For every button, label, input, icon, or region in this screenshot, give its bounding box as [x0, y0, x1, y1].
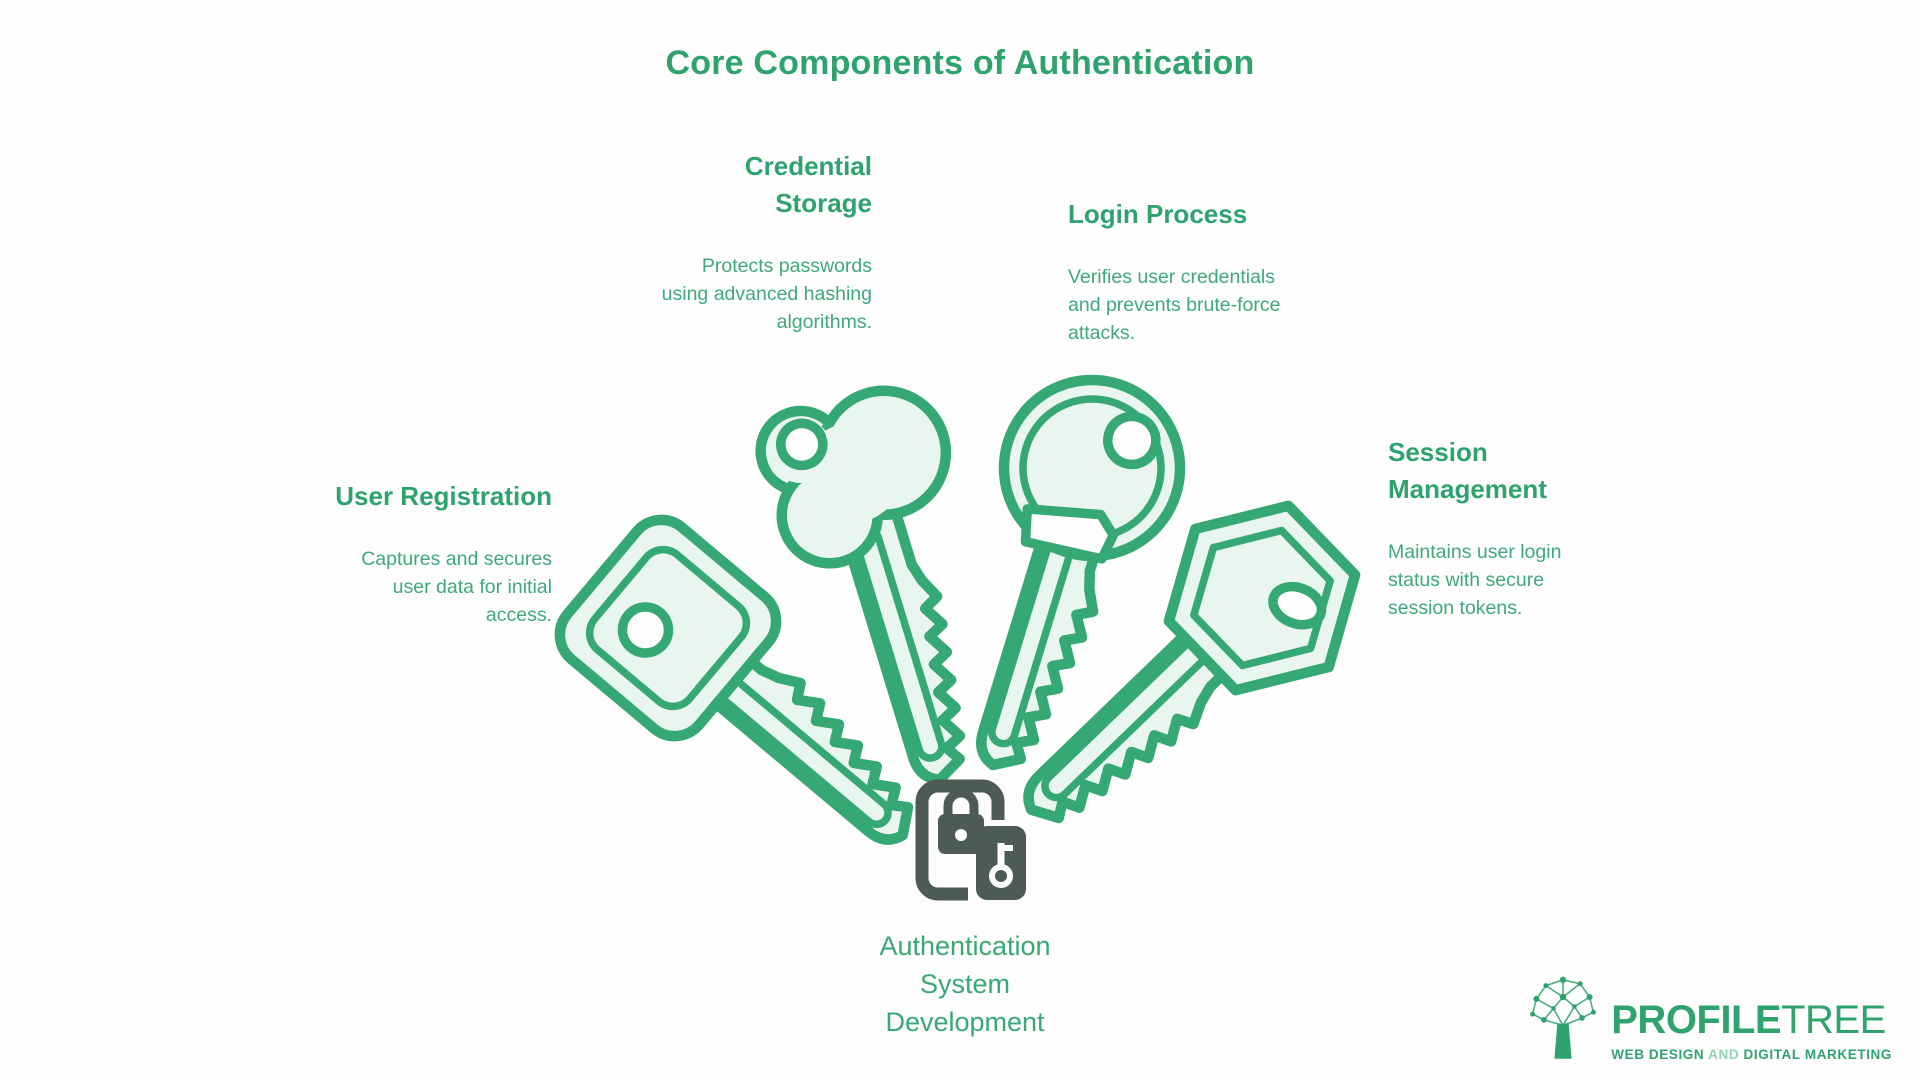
- section-login-process: Login Process Verifies user credentials …: [1068, 196, 1288, 348]
- key-square-head-icon: [554, 514, 963, 895]
- credential-storage-body: Protects passwords using advanced hashin…: [661, 254, 872, 334]
- key-hex-head-icon: [970, 500, 1361, 884]
- logo-tagline-webdesign: WEB DESIGN: [1611, 1047, 1705, 1062]
- login-process-body: Verifies user credentials and prevents b…: [1068, 265, 1281, 345]
- logo-text: PROFILETREE WEB DESIGN AND DIGITAL MARKE…: [1611, 1000, 1892, 1062]
- logo-brand: PROFILETREE: [1611, 1000, 1892, 1040]
- key-round-head-icon: [916, 374, 1186, 793]
- session-management-body: Maintains user login status with secure …: [1388, 540, 1562, 620]
- session-management-heading: Session Management: [1388, 437, 1547, 504]
- logo-tagline-marketing: DIGITAL MARKETING: [1743, 1047, 1892, 1062]
- login-process-heading: Login Process: [1068, 199, 1248, 229]
- credential-storage-heading: Credential Storage: [744, 151, 872, 218]
- page-title: Core Components of Authentication: [665, 44, 1255, 82]
- profiletree-logo: PROFILETREE WEB DESIGN AND DIGITAL MARKE…: [1525, 970, 1892, 1062]
- section-user-registration: User Registration Captures and secures u…: [335, 478, 552, 630]
- section-session-management: Session Management Maintains user login …: [1388, 434, 1593, 623]
- logo-brand-tree: TREE: [1781, 998, 1886, 1042]
- center-label: Authentication System Development: [879, 931, 1051, 1037]
- phone-lock-key-icon: [915, 779, 1034, 908]
- key-clover-head-icon: [755, 385, 1040, 803]
- network-tree-icon: [1530, 976, 1597, 1059]
- logo-tagline: WEB DESIGN AND DIGITAL MARKETING: [1611, 1047, 1892, 1062]
- logo-tagline-and: AND: [1708, 1047, 1740, 1062]
- section-credential-storage: Credential Storage Protects passwords us…: [660, 148, 872, 337]
- user-registration-heading: User Registration: [335, 481, 552, 511]
- user-registration-body: Captures and secures user data for initi…: [361, 547, 552, 627]
- logo-brand-profile: PROFILE: [1611, 998, 1782, 1042]
